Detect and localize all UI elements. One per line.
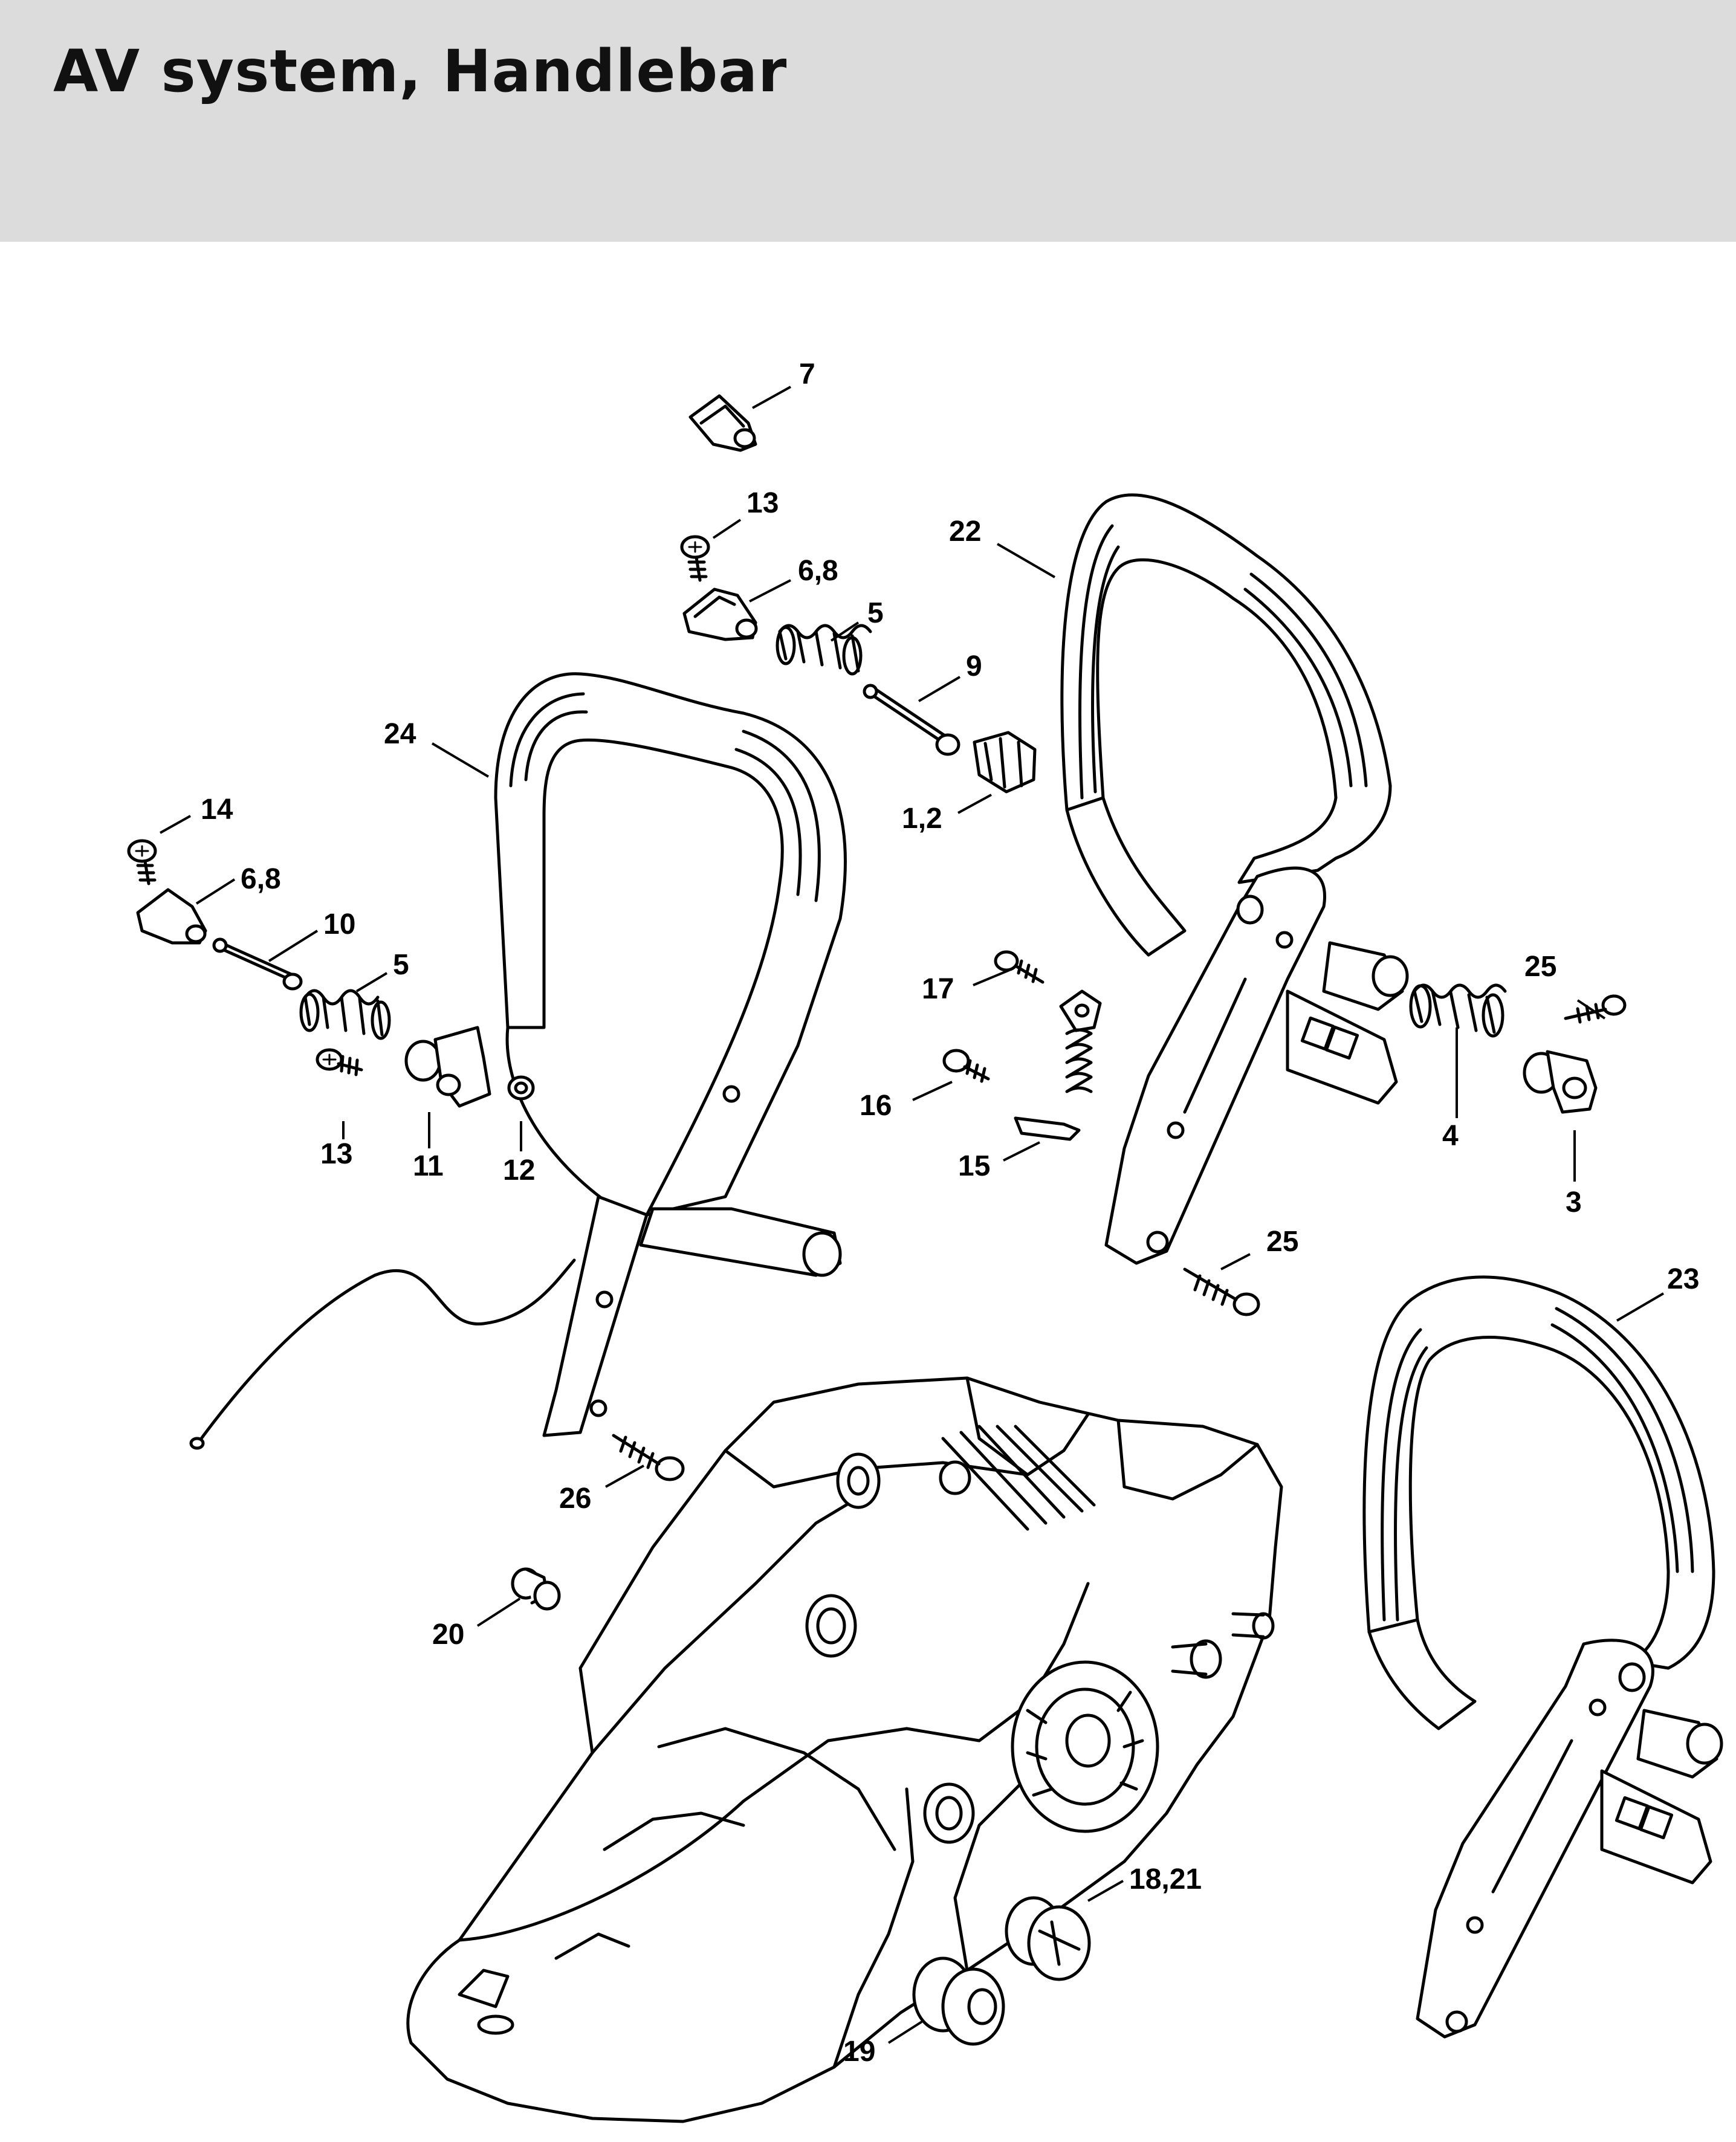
callout-10: 10 [323, 908, 355, 940]
part-26-screw [612, 1434, 685, 1481]
callout-25-upper: 25 [1524, 951, 1556, 983]
callout-23: 23 [1667, 1263, 1699, 1295]
part-4-spring [1409, 983, 1507, 1038]
part-11-buffer [404, 1026, 491, 1108]
callout-20: 20 [432, 1619, 464, 1651]
callout-7: 7 [799, 358, 815, 390]
callout-1-2: 1,2 [902, 803, 942, 835]
part-20-grommet [511, 1567, 561, 1611]
part-18-21-plug [1005, 1896, 1091, 1981]
callout-17: 17 [922, 973, 954, 1005]
callout-22: 22 [949, 516, 981, 548]
chainsaw-body [406, 1376, 1283, 2123]
cable-wire [189, 1258, 576, 1450]
callout-labels: 7 13 6,8 5 9 22 1,2 24 14 6,8 10 5 13 11… [201, 358, 1699, 2068]
part-5-spring-lower [299, 989, 391, 1040]
part-24-front-handlebar [494, 672, 847, 1437]
callout-6-8-lower: 6,8 [241, 863, 281, 895]
callout-15: 15 [958, 1150, 990, 1182]
part-3-buffer [1523, 1050, 1598, 1114]
part-10-pin [212, 937, 303, 991]
part-19-grommet [912, 1956, 1005, 2046]
part-13-screw-upper [680, 535, 710, 582]
part-17-screw [994, 950, 1045, 984]
part-22-handlebar [1060, 493, 1409, 1265]
part-25-screw-upper [1564, 994, 1627, 1024]
title-banner: AV system, Handlebar [0, 0, 1736, 242]
callout-3: 3 [1566, 1186, 1582, 1218]
callout-16: 16 [860, 1090, 892, 1122]
callout-14: 14 [201, 794, 233, 826]
callout-26: 26 [559, 1483, 591, 1515]
page-title: AV system, Handlebar [53, 37, 788, 105]
callout-18-21: 18,21 [1129, 1863, 1202, 1895]
callout-13-upper: 13 [747, 487, 779, 519]
part-5-spring-upper [776, 624, 872, 676]
part-14-screw [127, 839, 157, 885]
callout-11: 11 [413, 1150, 444, 1182]
part-6-8-bracket-lower [136, 888, 207, 945]
part-9-pin [863, 684, 960, 756]
callout-24: 24 [384, 718, 416, 750]
part-23-handlebar [1362, 1275, 1723, 2039]
callout-4: 4 [1442, 1120, 1459, 1152]
part-13-screw-lower [316, 1048, 363, 1076]
callout-9: 9 [966, 650, 982, 682]
callout-6-8-upper: 6,8 [798, 555, 838, 587]
leader-lines [160, 386, 1665, 2044]
part-15-spring-element [1014, 989, 1102, 1141]
part-1-2-buffer [973, 731, 1037, 794]
part-25-screw-lower [1183, 1267, 1260, 1316]
part-12-washer [507, 1075, 535, 1101]
callout-25-lower: 25 [1266, 1226, 1298, 1258]
callout-5-lower: 5 [393, 949, 409, 981]
part-6-8-bracket-upper [682, 587, 758, 641]
part-16-screw [942, 1049, 990, 1083]
callout-12: 12 [503, 1154, 535, 1186]
part-7-bracket [688, 394, 757, 452]
callout-13-lower: 13 [320, 1138, 352, 1170]
callout-5-upper: 5 [867, 597, 884, 629]
callout-19: 19 [843, 2036, 875, 2068]
